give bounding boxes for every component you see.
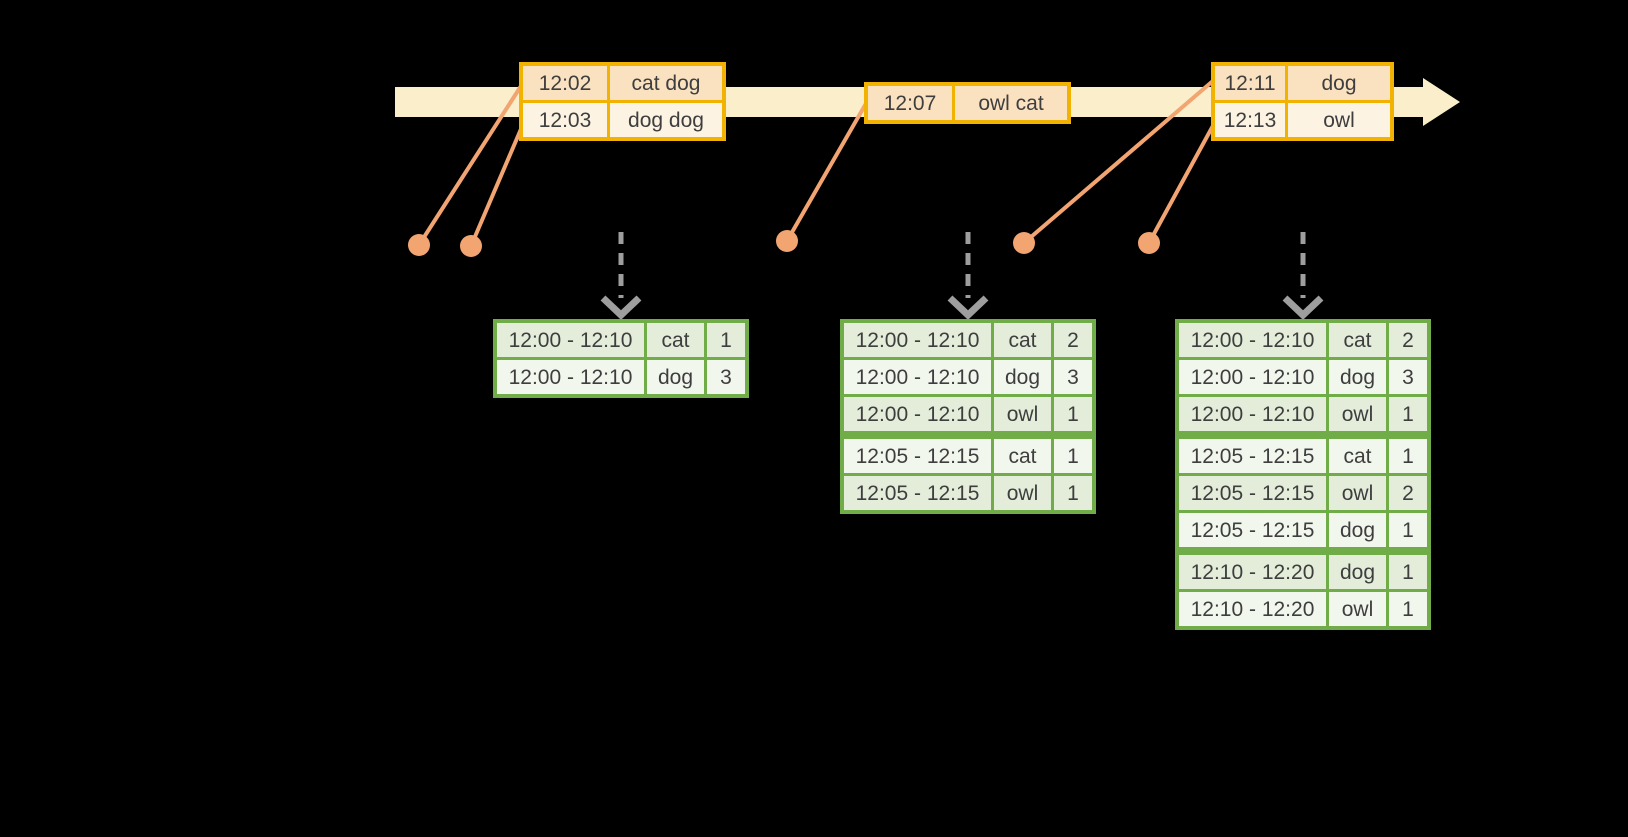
result-word-cell: cat [1329,323,1386,357]
result-row: 12:00 - 12:10 dog 3 [497,360,745,394]
event-connector-line [469,121,526,247]
result-window-cell: 12:05 - 12:15 [1179,476,1326,510]
result-count-cell: 2 [1389,476,1427,510]
event-table-2: 12:07 owl cat [864,82,1071,124]
result-word-cell: owl [1329,476,1386,510]
result-word-cell: cat [994,439,1051,473]
result-count-cell: 2 [1389,323,1427,357]
result-count-cell: 1 [1389,513,1427,547]
result-count-cell: 1 [1054,439,1092,473]
result-row: 12:05 - 12:15 cat 1 [1179,439,1427,473]
result-word-cell: dog [1329,555,1386,589]
event-time-cell: 12:02 [523,66,607,100]
result-window-cell: 12:00 - 12:10 [844,360,991,394]
result-word-cell: owl [1329,592,1386,626]
result-word-cell: cat [1329,439,1386,473]
event-dot-icon [460,235,482,257]
result-row: 12:05 - 12:15 owl 1 [844,476,1092,510]
result-window-cell: 12:00 - 12:10 [497,323,644,357]
result-table-3: 12:00 - 12:10 cat 2 12:00 - 12:10 dog 3 … [1175,319,1431,630]
result-row: 12:00 - 12:10 cat 2 [844,323,1092,357]
result-count-cell: 1 [707,323,745,357]
result-row: 12:00 - 12:10 dog 3 [1179,360,1427,394]
event-connector-line [1022,78,1216,245]
result-window-cell: 12:05 - 12:15 [844,476,991,510]
event-time-cell: 12:03 [523,103,607,137]
result-table-1: 12:00 - 12:10 cat 1 12:00 - 12:10 dog 3 [493,319,749,398]
result-word-cell: owl [994,476,1051,510]
event-words-cell: owl [1288,103,1390,137]
result-row: 12:05 - 12:15 owl 2 [1179,476,1427,510]
result-count-cell: 1 [1389,592,1427,626]
result-word-cell: owl [994,397,1051,431]
result-count-cell: 1 [1389,555,1427,589]
result-count-cell: 2 [1054,323,1092,357]
result-window-cell: 12:05 - 12:15 [844,439,991,473]
result-word-cell: cat [994,323,1051,357]
result-count-cell: 1 [1054,476,1092,510]
flow-arrowhead-icon [600,295,642,320]
result-word-cell: dog [994,360,1051,394]
event-connector-line [1147,121,1217,244]
event-connector-line [785,99,870,242]
event-words-cell: cat dog [610,66,722,100]
event-words-cell: owl cat [955,86,1067,120]
result-word-cell: owl [1329,397,1386,431]
result-window-cell: 12:00 - 12:10 [1179,397,1326,431]
result-count-cell: 1 [1389,397,1427,431]
event-words-cell: dog [1288,66,1390,100]
event-time-cell: 12:13 [1215,103,1285,137]
event-row: 12:07 owl cat [868,86,1067,120]
result-window-cell: 12:00 - 12:10 [1179,323,1326,357]
result-window-cell: 12:10 - 12:20 [1179,592,1326,626]
result-count-cell: 1 [1389,439,1427,473]
result-window-cell: 12:00 - 12:10 [1179,360,1326,394]
timeline-arrowhead-icon [1423,78,1460,126]
event-row: 12:03 dog dog [523,103,722,137]
result-window-cell: 12:05 - 12:15 [1179,439,1326,473]
event-table-1: 12:02 cat dog 12:03 dog dog [519,62,726,141]
event-row: 12:02 cat dog [523,66,722,100]
result-count-cell: 1 [1054,397,1092,431]
event-time-cell: 12:07 [868,86,952,120]
flow-arrowhead-icon [947,295,989,320]
result-window-cell: 12:00 - 12:10 [497,360,644,394]
event-row: 12:11 dog [1215,66,1390,100]
result-count-cell: 3 [1389,360,1427,394]
event-connector-line [417,84,523,247]
result-table-2: 12:00 - 12:10 cat 2 12:00 - 12:10 dog 3 … [840,319,1096,514]
event-row: 12:13 owl [1215,103,1390,137]
event-words-cell: dog dog [610,103,722,137]
event-dot-icon [776,230,798,252]
result-count-cell: 3 [707,360,745,394]
result-row: 12:00 - 12:10 owl 1 [1179,397,1427,431]
result-word-cell: cat [647,323,704,357]
result-count-cell: 3 [1054,360,1092,394]
result-row: 12:10 - 12:20 owl 1 [1179,592,1427,626]
result-window-cell: 12:00 - 12:10 [844,323,991,357]
result-word-cell: dog [1329,360,1386,394]
result-row: 12:00 - 12:10 dog 3 [844,360,1092,394]
result-window-cell: 12:05 - 12:15 [1179,513,1326,547]
result-row: 12:00 - 12:10 owl 1 [844,397,1092,431]
result-window-cell: 12:10 - 12:20 [1179,555,1326,589]
result-row: 12:00 - 12:10 cat 2 [1179,323,1427,357]
flow-arrowhead-icon [1282,295,1324,320]
result-word-cell: dog [647,360,704,394]
result-row: 12:00 - 12:10 cat 1 [497,323,745,357]
event-time-cell: 12:11 [1215,66,1285,100]
result-row: 12:10 - 12:20 dog 1 [1179,555,1427,589]
event-table-3: 12:11 dog 12:13 owl [1211,62,1394,141]
event-dot-icon [1013,232,1035,254]
result-window-cell: 12:00 - 12:10 [844,397,991,431]
result-row: 12:05 - 12:15 dog 1 [1179,513,1427,547]
result-row: 12:05 - 12:15 cat 1 [844,439,1092,473]
event-dot-icon [408,234,430,256]
result-word-cell: dog [1329,513,1386,547]
event-dot-icon [1138,232,1160,254]
